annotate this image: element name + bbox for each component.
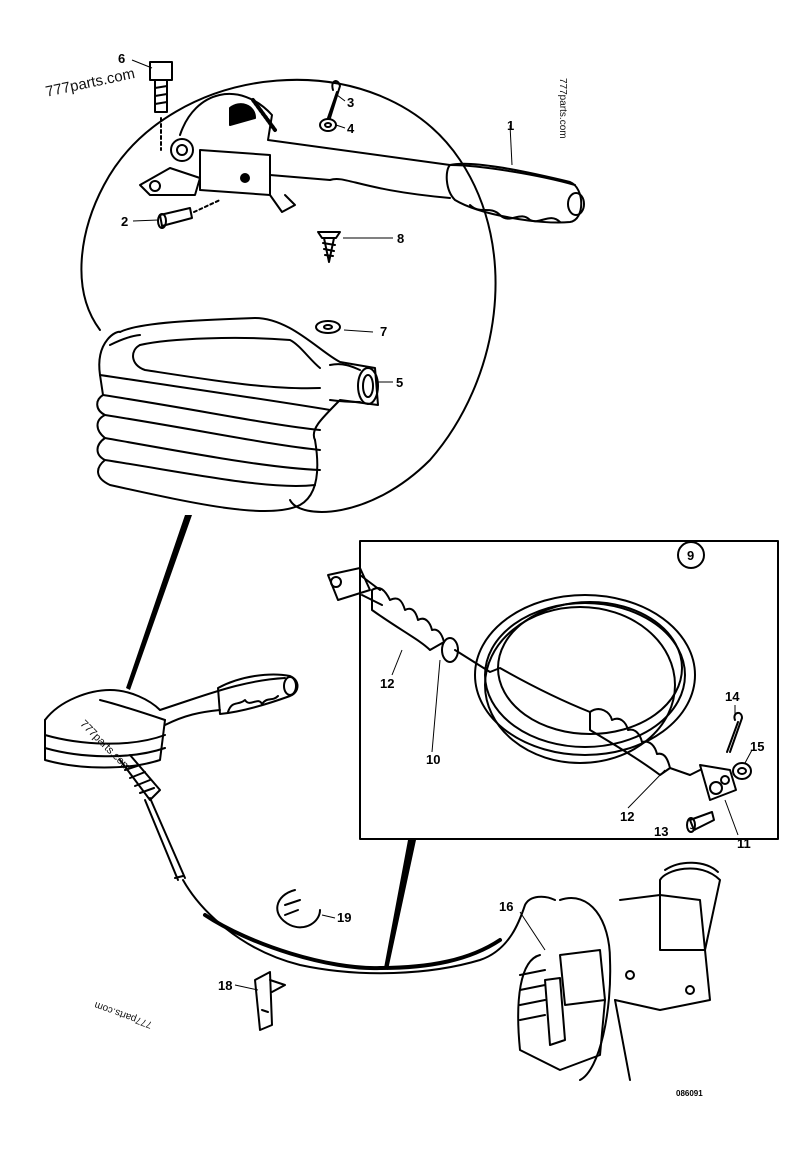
cable-kit-box [359, 540, 779, 840]
callout-7: 7 [380, 324, 387, 339]
callout-6: 6 [118, 51, 125, 66]
callout-1: 1 [507, 118, 514, 133]
callout-15: 15 [750, 739, 764, 754]
callout-2: 2 [121, 214, 128, 229]
detail-circle-outline [80, 78, 497, 513]
callout-18: 18 [218, 978, 232, 993]
leader-pointer-lower [384, 840, 416, 970]
callout-4: 4 [347, 121, 355, 136]
callout-9-circle [677, 541, 705, 569]
handbrake-lever [139, 92, 585, 224]
callout-16: 16 [499, 899, 513, 914]
drawing-code: 086091 [676, 1089, 703, 1098]
washer-part-7 [315, 320, 341, 334]
callout-13: 13 [654, 824, 668, 839]
callout-3: 3 [347, 95, 354, 110]
callout-12-lower: 12 [620, 809, 634, 824]
bolt-part-6 [149, 61, 173, 151]
watermark-top-right: 777parts.com [557, 78, 568, 139]
callout-19: 19 [337, 910, 351, 925]
clip-part-19 [276, 889, 321, 929]
callout-8: 8 [397, 231, 404, 246]
leader-pointer-upper [126, 515, 192, 690]
brake-caliper-part-16 [517, 861, 721, 1081]
pin-part-2 [157, 199, 221, 229]
clip-part-18 [254, 971, 286, 1031]
callout-11: 11 [737, 836, 751, 851]
callout-5: 5 [396, 375, 403, 390]
assembled-lever-view [44, 673, 556, 975]
callout-12-upper: 12 [380, 676, 394, 691]
split-pin-part-3 [327, 80, 341, 119]
cable-assembly-part-9 [327, 567, 752, 833]
washer-part-4 [319, 118, 337, 132]
callout-10: 10 [426, 752, 440, 767]
gaiter-boot-part-5 [96, 317, 379, 513]
screw-part-8 [317, 231, 341, 263]
callout-9: 9 [687, 548, 694, 563]
callout-14: 14 [725, 689, 740, 704]
